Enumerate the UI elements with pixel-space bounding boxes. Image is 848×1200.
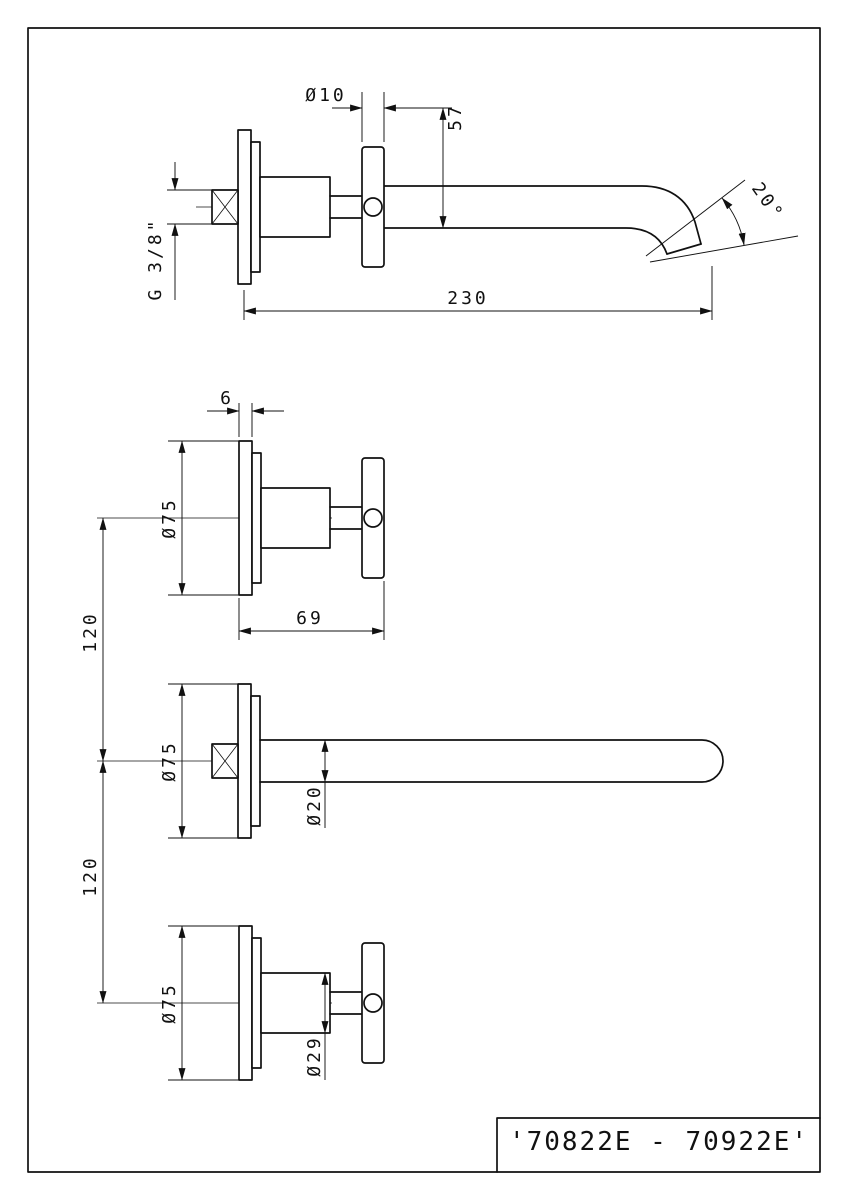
dim-label-dia75-middle: Ø75 (159, 740, 180, 782)
view-valve-upper (97, 440, 385, 596)
handle-stem (329, 506, 363, 530)
flange-ring (250, 695, 261, 827)
dim-label-bar-diameter: Ø10 (305, 85, 347, 106)
dim-body-dia29: Ø29 (304, 972, 329, 1080)
spout-tube (259, 739, 724, 783)
handle-hub-circle (363, 993, 383, 1013)
dim-plate-dia75-lower: Ø75 (159, 925, 239, 1081)
wall-flange (237, 683, 252, 839)
dim-label-6: 6 (220, 388, 234, 409)
valve-body (260, 972, 331, 1034)
flange-ring (250, 141, 261, 273)
dim-label-120-upper: 120 (80, 611, 101, 653)
dim-label-69: 69 (296, 608, 324, 629)
spout-top-edge (383, 185, 702, 245)
spout-bottom-edge (383, 227, 668, 255)
flange-ring (251, 937, 262, 1069)
dim-plate-dia75-middle: Ø75 (159, 683, 238, 839)
wall-flange (237, 129, 252, 285)
wall-flange (238, 440, 253, 596)
title-block-frame (496, 1117, 821, 1173)
dim-inlet-thread: G 3/8" (145, 162, 212, 301)
handle-hub-circle (363, 197, 383, 217)
dim-bar-diameter: Ø10 (305, 85, 452, 142)
thread-hatch (211, 743, 239, 779)
dim-label-57: 57 (445, 103, 466, 131)
title-block: '70822E - 70922E' (496, 1117, 821, 1173)
view-spout-side (97, 683, 724, 839)
dim-label-dia20: Ø20 (304, 784, 325, 826)
border-frame (27, 27, 821, 1173)
valve-body (260, 487, 331, 549)
dim-label-230: 230 (447, 288, 489, 309)
view-spout-assembly (196, 129, 702, 285)
dim-label-dia75-upper: Ø75 (159, 497, 180, 539)
handle-hub-circle (363, 508, 383, 528)
dim-label-120-lower: 120 (80, 855, 101, 897)
dim-plate-dia75-upper: Ø75 (159, 440, 239, 596)
handle-stem (329, 991, 363, 1015)
dim-plate-thickness-6: 6 (207, 388, 284, 437)
part-code-label: '70822E - 70922E' (509, 1127, 809, 1157)
dim-label-dia75-lower: Ø75 (159, 982, 180, 1024)
dim-height-57: 57 (439, 103, 466, 229)
dim-length-230: 230 (243, 266, 713, 320)
dim-label-angle-20: 20° (747, 179, 788, 225)
spout-end-face (666, 243, 702, 255)
dim-label-dia29: Ø29 (304, 1035, 325, 1077)
dim-tube-dia20: Ø20 (304, 739, 329, 828)
thread-hatch (211, 189, 239, 225)
wall-flange (238, 925, 253, 1081)
dim-spacing-120-upper: 120 (80, 517, 107, 762)
valve-body (259, 176, 331, 238)
flange-ring (251, 452, 262, 584)
dim-spacing-120-lower: 120 (80, 760, 107, 1004)
view-valve-lower (97, 925, 385, 1081)
dim-projection-69: 69 (238, 581, 385, 640)
dim-label-thread: G 3/8" (145, 217, 166, 300)
handle-stem (329, 195, 363, 219)
